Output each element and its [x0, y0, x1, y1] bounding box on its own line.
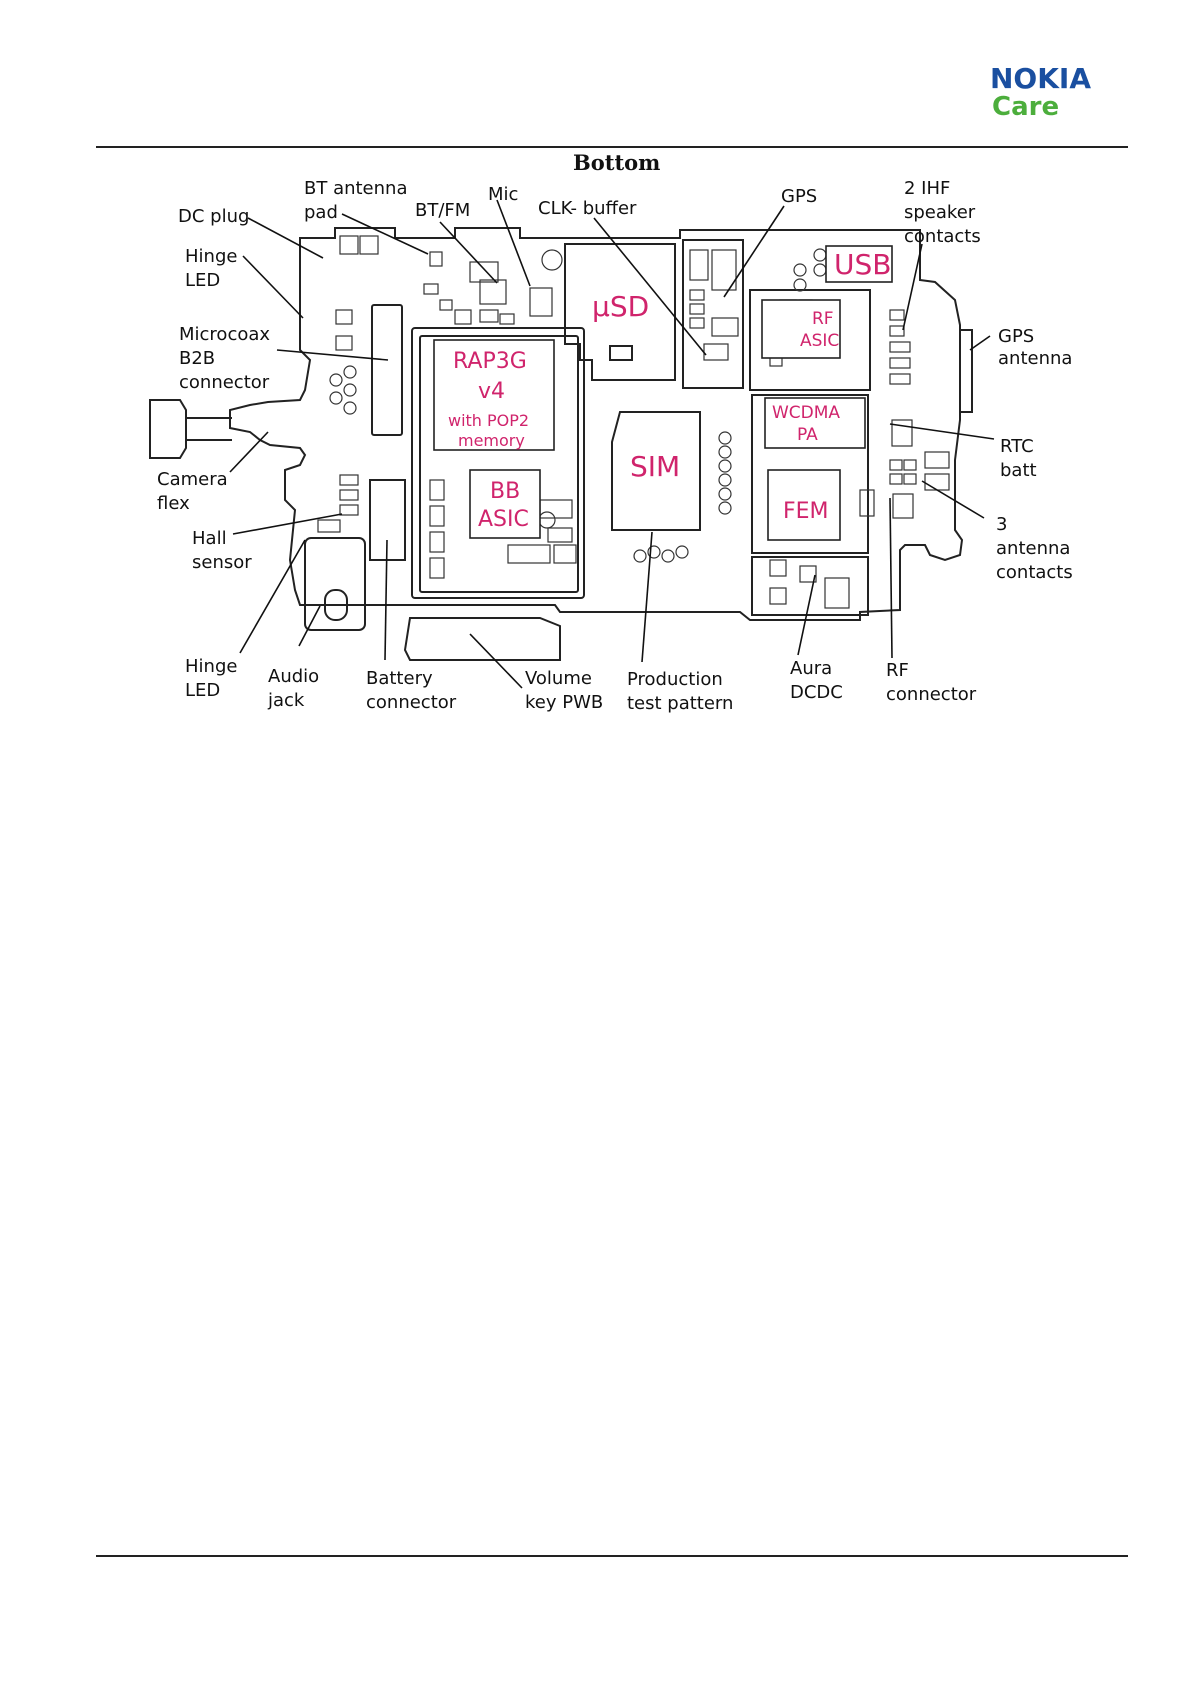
rf-asic-label: RF	[812, 309, 834, 329]
ihf-speaker-callout: 2 IHF	[904, 178, 950, 199]
fem-label: FEM	[783, 499, 829, 524]
board-outline	[149, 227, 973, 661]
antenna-contacts-callout-2: antenna	[996, 538, 1070, 559]
wcdma-pa-label: PA	[797, 425, 818, 445]
bb-asic-label: BB	[490, 479, 520, 504]
gps-antenna-callout-2: antenna	[998, 348, 1072, 369]
hinge-led-bottom-callout-2: LED	[185, 680, 220, 701]
rap3g-pop2-label: with POP2	[448, 411, 529, 430]
antenna-contacts-callout: 3	[996, 514, 1007, 535]
wcdma-label: WCDMA	[772, 403, 840, 423]
callout-labels: DC plug BT antenna pad BT/FM Mic CLK- bu…	[157, 178, 1073, 714]
hall-sensor-callout: Hall	[192, 528, 227, 549]
rap3g-version-label: v4	[478, 379, 505, 404]
rap3g-label: RAP3G	[453, 349, 527, 374]
microcoax-callout-2: B2B	[179, 348, 215, 369]
ihf-speaker-callout-2: speaker	[904, 202, 976, 223]
volume-key-callout-2: key PWB	[525, 692, 603, 713]
header-rule	[96, 146, 1128, 148]
rf-connector-callout: RF	[886, 660, 909, 681]
leader-lines	[229, 199, 995, 689]
microcoax-callout-3: connector	[179, 372, 270, 393]
gps-antenna-callout: GPS	[998, 326, 1034, 347]
sim-label: SIM	[630, 450, 680, 483]
clk-buffer-callout: CLK- buffer	[538, 198, 637, 219]
rtc-batt-callout: RTC	[1000, 436, 1034, 457]
aura-dcdc-callout-2: DCDC	[790, 682, 843, 703]
wcdma-pa-chip	[764, 397, 866, 449]
rf-asic-chip	[761, 299, 841, 359]
bt-fm-callout: BT/FM	[415, 200, 470, 221]
usb-label: USB	[834, 248, 891, 281]
production-test-callout-2: test pattern	[627, 693, 733, 714]
fem-chip	[767, 469, 841, 541]
antenna-contacts-callout-3: contacts	[996, 562, 1073, 583]
rf-connector-callout-2: connector	[886, 684, 977, 705]
logo-sub: Care	[992, 92, 1060, 122]
camera-flex-callout: Camera	[157, 469, 228, 490]
rtc-batt-callout-2: batt	[1000, 460, 1037, 481]
hall-sensor-callout-2: sensor	[192, 552, 252, 573]
volume-key-callout: Volume	[525, 668, 592, 689]
logo-brand: NOKIA	[990, 62, 1092, 95]
microcoax-callout: Microcoax	[179, 324, 270, 345]
bb-asic-label-2: ASIC	[478, 507, 529, 532]
ihf-speaker-callout-3: contacts	[904, 226, 981, 247]
audio-jack-callout-2: jack	[267, 690, 305, 711]
rap3g-memory-label: memory	[458, 431, 525, 450]
bt-antenna-pad-callout: BT antenna	[304, 178, 407, 199]
bt-antenna-pad-callout-2: pad	[304, 202, 338, 223]
usd-label: µSD	[592, 290, 649, 323]
hinge-led-bottom-callout: Hinge	[185, 656, 237, 677]
dc-plug-callout: DC plug	[178, 206, 249, 227]
bb-asic-chip	[469, 469, 541, 539]
diagram-title: Bottom	[573, 150, 660, 175]
rf-asic-label-2: ASIC	[800, 331, 839, 351]
chip-label-group: RAP3G v4 with POP2 memory BB ASIC µSD SI…	[448, 248, 891, 532]
chip-blocks	[433, 245, 893, 541]
hinge-led-top-callout-2: LED	[185, 270, 220, 291]
pcb-bottom-diagram: Bottom	[149, 150, 1073, 714]
camera-flex-callout-2: flex	[157, 493, 190, 514]
production-test-callout: Production	[627, 669, 723, 690]
gps-callout: GPS	[781, 186, 817, 207]
aura-dcdc-callout: Aura	[790, 658, 832, 679]
mic-callout: Mic	[488, 184, 518, 205]
audio-jack-callout: Audio	[268, 666, 319, 687]
usb-connector	[825, 245, 893, 283]
rap3g-chip	[433, 339, 555, 451]
battery-connector-callout-2: connector	[366, 692, 457, 713]
hinge-led-top-callout: Hinge	[185, 246, 237, 267]
battery-connector-callout: Battery	[366, 668, 433, 689]
footer-rule	[96, 1555, 1128, 1557]
